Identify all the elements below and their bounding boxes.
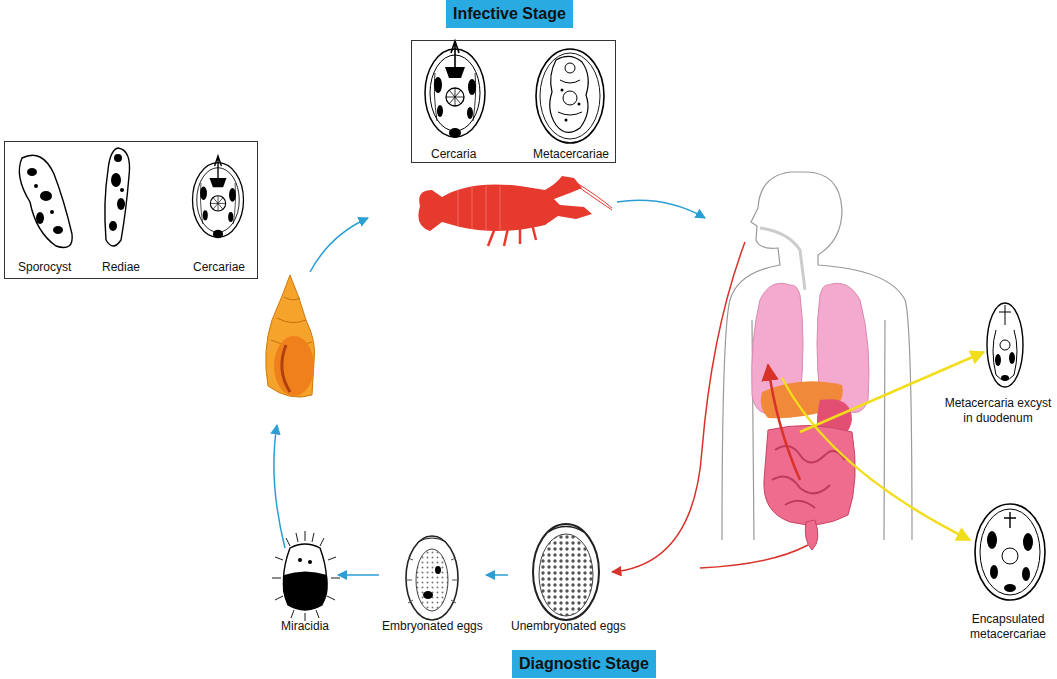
cercaria-figure <box>425 41 485 138</box>
stage-banner: Diagnostic Stage <box>512 650 656 678</box>
stage-label: Sporocyst <box>18 260 71 275</box>
cycle-arrow <box>486 574 508 576</box>
tissue-stage: Encapsulated metacercariae <box>961 500 1055 644</box>
egg-stage: Unembryonated eggs <box>510 522 627 636</box>
unembryonated-egg-figure <box>533 524 599 620</box>
stage-label: Cercaria <box>431 147 476 162</box>
rediae-figure <box>105 148 130 246</box>
stage-label: Unembryonated eggs <box>511 619 626 634</box>
miracidium-figure <box>272 531 340 621</box>
sporocyst-figure <box>19 155 72 247</box>
snail-host <box>266 275 315 397</box>
larva-stage: Miracidia <box>274 540 336 636</box>
stage-label: Miracidia <box>281 619 329 634</box>
cycle-arrows <box>274 200 984 572</box>
stage-label: Cercariae <box>193 260 245 275</box>
egg-stage: Embryonated eggs <box>381 532 484 636</box>
cercariae-figure <box>193 156 244 238</box>
stage-panel: Cercaria Metacercariae <box>411 40 616 163</box>
crustacean-host <box>418 176 612 246</box>
stage-title: Infective Stage <box>453 0 566 28</box>
embryonated-egg-figure <box>406 536 458 620</box>
stage-title: Diagnostic Stage <box>519 650 649 678</box>
metacercaria-figure <box>536 49 604 143</box>
stage-label: Metacercaria excyst in duodenum <box>940 396 1056 426</box>
stage-label: Rediae <box>102 260 140 275</box>
tissue-stage: Metacercaria excyst in duodenum <box>939 300 1057 428</box>
human-host <box>722 172 912 550</box>
stage-label: Metacercariae <box>533 147 609 162</box>
stage-label: Encapsulated metacercariae <box>962 612 1054 642</box>
excysted-metacercaria-figure <box>987 303 1023 387</box>
stage-panel: Sporocyst Rediae Cercariae <box>4 141 258 279</box>
encapsulated-metacercaria-figure <box>975 504 1045 600</box>
cycle-arrow <box>338 574 379 576</box>
stage-banner: Infective Stage <box>446 0 573 28</box>
stage-label: Embryonated eggs <box>382 619 483 634</box>
